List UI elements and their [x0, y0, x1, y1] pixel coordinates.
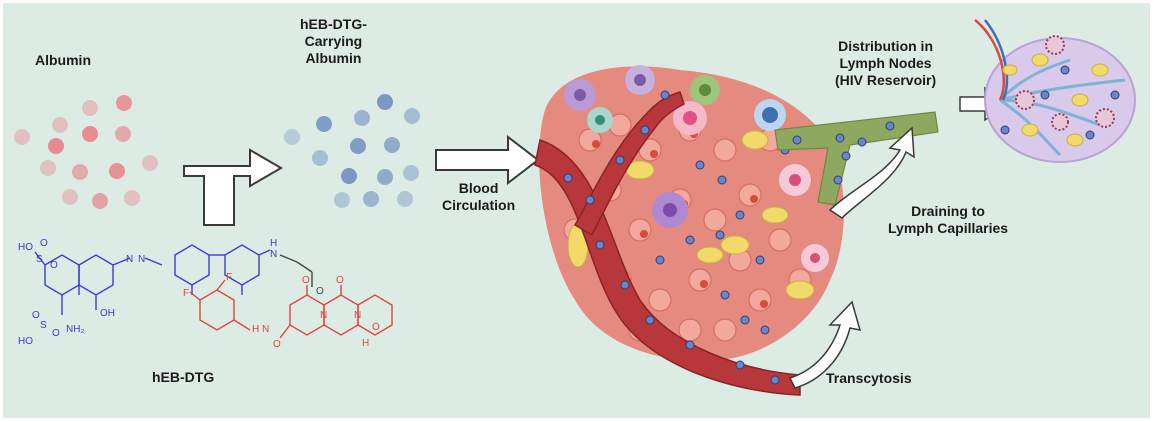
draining-arrow	[828, 126, 915, 219]
albumin-label-text: Albumin	[35, 52, 91, 68]
to-circulation-arrow	[435, 134, 540, 186]
mol-h-chiral: H	[362, 338, 369, 349]
carrying-albumin-particles	[284, 94, 420, 208]
mol-o-bottom2: O	[52, 328, 60, 339]
lymph-capillary	[774, 111, 939, 206]
mol-o-ring2: O	[273, 339, 281, 350]
mol-azo-n1: N	[126, 254, 133, 265]
carrying-albumin-line2: Carrying	[304, 33, 363, 49]
lymph-node	[974, 19, 1136, 163]
transcytosis-arrow	[788, 300, 862, 389]
molecule-red-part	[189, 279, 393, 339]
binding-arrow	[183, 148, 283, 226]
draining-line2: Lymph Capillaries	[888, 220, 1009, 236]
carrying-albumin-label: hEB-DTG- Carrying Albumin	[300, 16, 367, 67]
blood-circulation-line1: Blood	[458, 180, 499, 196]
albumin-particles	[14, 95, 158, 209]
mol-nh2: NH₂	[66, 324, 84, 335]
mol-s-bottom: S	[40, 320, 47, 331]
mol-o-carbonyl: O	[302, 275, 310, 286]
blood-circulation-label: Blood Circulation	[442, 180, 515, 214]
mol-h-linker: H	[270, 238, 277, 249]
molecule-linker-part	[279, 254, 313, 287]
mol-o-morph: O	[372, 322, 380, 333]
mol-f1: F	[183, 288, 189, 299]
mol-azo-n2: N	[138, 254, 145, 265]
transcytosis-label: Transcytosis	[826, 370, 912, 387]
mol-s-top: S	[36, 254, 43, 265]
mol-o-bottom1: O	[32, 310, 40, 321]
mol-n-linker: N	[270, 249, 277, 260]
molecule-blue-part	[34, 244, 271, 315]
draining-line1: Draining to	[911, 203, 985, 219]
tissue-albumin-dots	[655, 145, 790, 335]
distribution-label: Distribution in Lymph Nodes (HIV Reservo…	[835, 38, 936, 89]
mol-h-amide: H	[252, 324, 259, 335]
mol-ho-bottom: HO	[18, 336, 33, 347]
drug-name-label: hEB-DTG	[152, 369, 214, 386]
mol-o-top1: O	[40, 238, 48, 249]
distribution-line3: (HIV Reservoir)	[835, 72, 937, 88]
distribution-line1: Distribution in	[838, 38, 934, 54]
albumin-label: Albumin	[35, 52, 91, 69]
mol-o-top2: O	[50, 260, 58, 271]
mol-ho-top: HO	[18, 242, 33, 253]
mol-n-ring1: N	[320, 310, 327, 321]
mol-o-ring1: O	[336, 275, 344, 286]
transcytosis-label-text: Transcytosis	[826, 370, 912, 386]
carrying-albumin-line3: Albumin	[305, 50, 362, 66]
drug-name-label-text: hEB-DTG	[152, 369, 215, 385]
mol-n-ring2: N	[354, 310, 361, 321]
carrying-albumin-line1: hEB-DTG-	[300, 16, 367, 32]
mol-f2: F	[226, 272, 232, 283]
draining-label: Draining to Lymph Capillaries	[888, 203, 1008, 237]
blood-circulation-line2: Circulation	[442, 197, 516, 213]
mol-oh: OH	[100, 308, 115, 319]
blood-vessel	[534, 90, 801, 396]
mol-n-amide: N	[262, 324, 269, 335]
mol-o-ester: O	[316, 286, 324, 297]
distribution-line2: Lymph Nodes	[839, 55, 932, 71]
